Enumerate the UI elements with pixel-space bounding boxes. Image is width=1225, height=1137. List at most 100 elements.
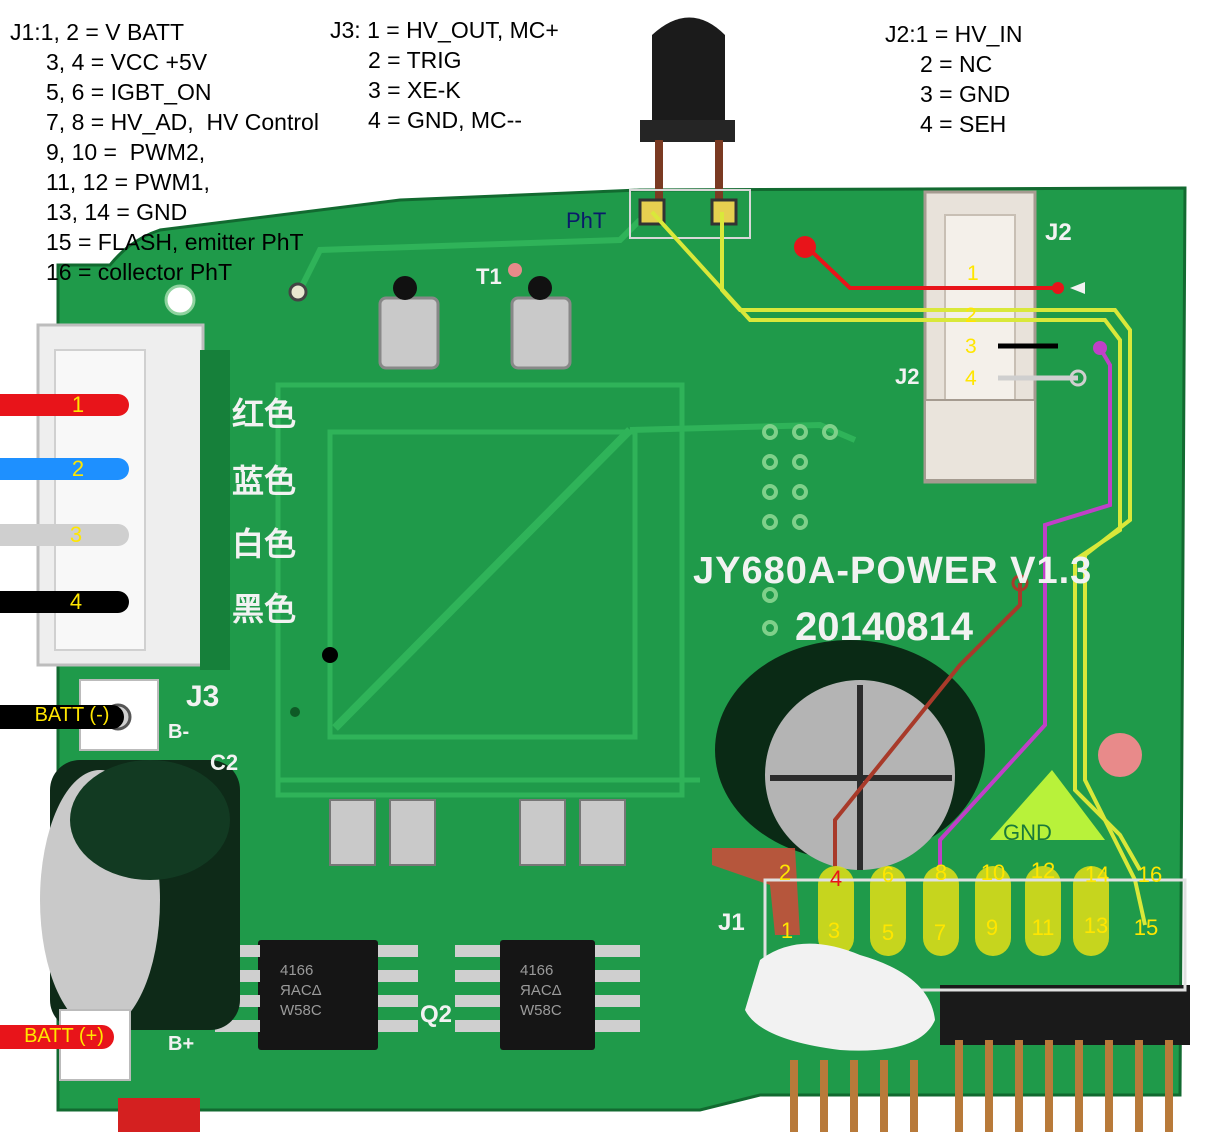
chip-right (455, 940, 640, 1050)
j3-wire-3-label: 3 (69, 522, 83, 547)
mount-hole (508, 263, 522, 277)
silk-q2: Q2 (420, 1001, 452, 1028)
pht-label: PhT (566, 208, 606, 233)
gnd-label: GND (1003, 820, 1052, 845)
smd-pad (519, 799, 566, 866)
cn-label-red: 红色 (232, 396, 296, 432)
pin-header-base (940, 985, 1190, 1045)
via-grid (762, 424, 838, 636)
j1-note-line-3: 5, 6 = IGBT_ON (46, 79, 212, 105)
j3-wire-1-label: 1 (71, 392, 85, 417)
t1-pad (378, 296, 440, 370)
mount-hole (1098, 733, 1142, 777)
batt-wires (0, 705, 124, 1049)
silk-t1: T1 (476, 264, 502, 289)
svg-text:3: 3 (965, 335, 977, 358)
j1-note-line-9: 16 = collector PhT (46, 259, 233, 285)
svg-text:8: 8 (935, 860, 947, 885)
j1-cable-blob (745, 943, 935, 1051)
j3-note-line-3: 3 = XE-K (368, 77, 461, 103)
j1-red-marker (712, 848, 800, 935)
svg-text:ЯACΔ: ЯACΔ (520, 982, 562, 999)
j1-note-line-4: 7, 8 = HV_AD, HV Control (46, 109, 319, 135)
svg-text:ЯACΔ: ЯACΔ (280, 982, 322, 999)
chip-markings: 4166 ЯACΔ W58C 4166 ЯACΔ W58C (280, 962, 562, 1019)
j1-pin-numbers-bottom: 1 3 5 7 9 11 13 15 (781, 913, 1158, 945)
j1-note-line-2: 3, 4 = VCC +5V (46, 49, 208, 75)
svg-text:4166: 4166 (280, 962, 313, 979)
svg-text:7: 7 (934, 920, 946, 945)
via (322, 647, 338, 663)
trace-brown (833, 583, 1022, 875)
j1-note-line-6: 11, 12 = PWM1, (46, 169, 210, 195)
silk-j3: J3 (186, 680, 219, 713)
silk-j1: J1 (718, 909, 745, 936)
trace-right (629, 421, 857, 443)
svg-text:14: 14 (1085, 862, 1109, 887)
cn-label-white: 白色 (232, 526, 296, 562)
phototransistor (629, 17, 751, 239)
via (290, 707, 300, 717)
j3-wires (0, 394, 129, 613)
j2-note-line-3: 3 = GND (920, 81, 1011, 107)
smd-pad (329, 799, 376, 866)
cn-label-blue: 蓝色 (232, 463, 296, 499)
svg-text:3: 3 (828, 918, 840, 943)
svg-text:9: 9 (986, 915, 998, 940)
j1-header-shroud (763, 878, 1187, 992)
j2-pin-numbers: 1 2 3 4 (965, 262, 979, 390)
j3-note-line-1: J3: 1 = HV_OUT, MC+ (330, 17, 559, 43)
j1-note-line-5: 9, 10 = PWM2, (46, 139, 206, 165)
trace-purple (938, 346, 1112, 870)
svg-text:1: 1 (967, 262, 979, 285)
trace-diagonal (332, 427, 633, 731)
transformer-outline (275, 382, 685, 798)
t1-pad (510, 296, 572, 370)
j3-wire-2-label: 2 (71, 456, 85, 481)
pin-header-pins (790, 1040, 1173, 1132)
silk-j2-top: J2 (1045, 219, 1072, 246)
silk-b-plus: B+ (168, 1033, 194, 1055)
svg-text:1: 1 (781, 918, 793, 943)
svg-text:5: 5 (882, 920, 894, 945)
board-date: 20140814 (795, 605, 974, 649)
j2-note-line-2: 2 = NC (920, 51, 993, 77)
board-model: JY680A-POWER V1.3 (693, 550, 1092, 592)
capacitor-c2 (40, 760, 240, 1030)
silk-b-minus: B- (168, 721, 189, 743)
silkscreen-text: JY680A-POWER V1.3 20140814 红色 蓝色 白色 黑色 T… (168, 219, 1092, 1055)
transformer-inner (327, 429, 638, 740)
batt-minus-label: BATT (-) (34, 704, 110, 726)
svg-text:2: 2 (965, 304, 977, 327)
svg-text:15: 15 (1134, 915, 1158, 940)
gnd-triangle (990, 770, 1105, 840)
batt-plus-tab (118, 1098, 200, 1132)
cn-label-black: 黑色 (232, 591, 296, 627)
mount-hole (164, 284, 196, 316)
mount-hole (288, 282, 308, 302)
svg-text:W58C: W58C (280, 1002, 322, 1019)
j1-note-line-7: 13, 14 = GND (46, 199, 188, 225)
svg-text:10: 10 (981, 860, 1005, 885)
batt-plus-label: BATT (+) (24, 1025, 104, 1047)
j3-wire-4-label: 4 (69, 589, 83, 614)
svg-text:11: 11 (1032, 915, 1055, 940)
svg-text:16: 16 (1138, 862, 1162, 887)
j1-pin-numbers-top: 2 4 6 8 10 12 14 16 (779, 858, 1162, 891)
trace-yellow-b (720, 212, 1147, 926)
j2-note-line-1: J2:1 = HV_IN (885, 21, 1023, 47)
j1-note-line-8: 15 = FLASH, emitter PhT (46, 229, 304, 255)
svg-text:13: 13 (1084, 913, 1108, 938)
j1-note-line-1: J1:1, 2 = V BATT (10, 19, 185, 45)
j3-note-line-4: 4 = GND, MC-- (368, 107, 522, 133)
silk-j2-side: J2 (895, 364, 919, 389)
svg-text:W58C: W58C (520, 1002, 562, 1019)
j2-note-line-4: 4 = SEH (920, 111, 1007, 137)
svg-text:12: 12 (1031, 858, 1055, 883)
svg-text:4: 4 (830, 866, 842, 891)
svg-text:2: 2 (779, 860, 791, 885)
trace-red-j2 (803, 243, 1058, 290)
svg-text:4166: 4166 (520, 962, 553, 979)
smd-pad (579, 799, 626, 866)
